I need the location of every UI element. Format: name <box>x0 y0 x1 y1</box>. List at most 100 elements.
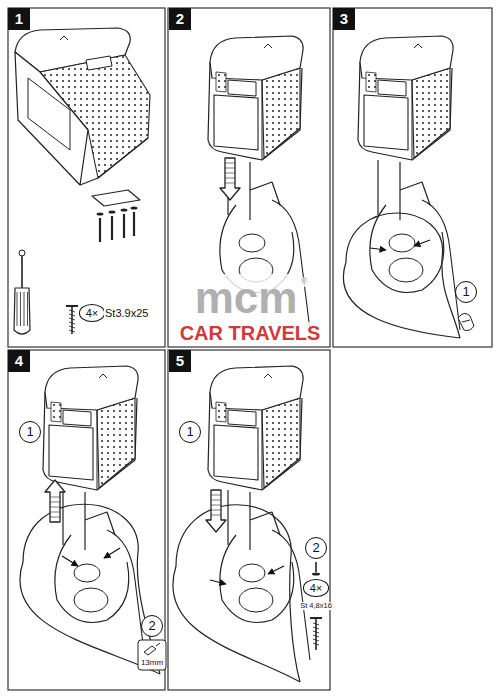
armrest-latch <box>228 80 256 96</box>
pointer-arrow <box>62 556 78 566</box>
mount-plate <box>92 190 140 206</box>
lid-mark <box>60 36 68 40</box>
lid-mark <box>264 374 272 378</box>
step-number-box: 4 <box>8 350 30 372</box>
screw <box>111 216 113 240</box>
screw-size: St 4,8x16 <box>299 602 333 610</box>
step-number-box: 3 <box>333 8 355 30</box>
callout-number: 1 <box>26 425 33 439</box>
arrow-hatch <box>50 512 60 513</box>
callout-number: 1 <box>462 285 469 299</box>
armrest-side <box>412 68 450 158</box>
detail-loop <box>343 213 460 338</box>
arrow-hatch <box>211 500 221 501</box>
center-console <box>55 535 129 623</box>
callout-circle: 1 <box>179 421 201 443</box>
arrow-hatch <box>211 515 221 516</box>
callout-circle: 1 <box>455 281 477 303</box>
screw-thread <box>69 330 75 332</box>
armrest-front-cover <box>28 78 70 150</box>
armrest-edge <box>262 410 263 490</box>
callout-number: 1 <box>186 425 193 439</box>
armrest-base <box>80 138 148 185</box>
arrow-hatch <box>50 507 60 508</box>
console-hole <box>389 234 415 252</box>
clip-icon <box>458 313 474 330</box>
screw <box>99 218 101 242</box>
armrest-front-cover <box>49 425 93 480</box>
arrow-hatch <box>50 497 60 498</box>
screw-thread <box>69 314 75 316</box>
armrest-edge <box>97 410 98 490</box>
screwdriver-handle <box>14 288 30 334</box>
screw-thread <box>69 326 75 328</box>
arrow-hatch <box>50 517 60 518</box>
arrow-hatch <box>225 183 235 184</box>
detail-loop <box>173 505 300 682</box>
pointer-arrow <box>370 248 386 250</box>
armrest-front-cover <box>214 425 258 480</box>
mount-bracket <box>63 490 115 550</box>
handle-grip <box>20 292 21 326</box>
screw <box>123 214 125 238</box>
armrest-latch <box>228 410 256 426</box>
armrest-latch <box>378 80 406 96</box>
armrest-latch <box>86 56 112 70</box>
armrest-edge <box>262 80 263 160</box>
screw-thread <box>69 310 75 312</box>
arrow-hatch <box>225 163 235 164</box>
console-side <box>422 200 460 330</box>
armrest-drawing <box>208 36 303 220</box>
cup-holder <box>239 588 273 612</box>
armrest-trim <box>51 402 61 422</box>
armrest-drawing <box>43 366 138 550</box>
lid-mark <box>99 374 107 378</box>
callout-circle: 2 <box>305 537 327 559</box>
console-drawing <box>220 530 310 660</box>
handle-grip <box>24 292 25 326</box>
screwdriver-bit <box>19 250 25 256</box>
console-hole <box>74 564 100 582</box>
armrest-side <box>262 68 300 158</box>
tool-box <box>138 640 166 670</box>
arrow-hatch <box>50 502 60 503</box>
wrench-size: 13mm <box>140 659 164 668</box>
armrest-front <box>15 52 88 185</box>
armrest-front-cover <box>214 95 258 150</box>
panel-frame <box>168 350 330 690</box>
armrest-drawing <box>14 28 150 334</box>
washer <box>121 208 128 211</box>
armrest-drawing <box>358 36 453 220</box>
armrest-latch <box>63 410 91 426</box>
lid-mark <box>414 44 422 48</box>
screw-thread <box>69 318 75 320</box>
arrow-hatch <box>211 505 221 506</box>
screw-thread <box>313 627 319 629</box>
cup-holder <box>389 258 423 282</box>
armrest-trim <box>366 72 376 92</box>
watermark: mcm <box>194 274 299 322</box>
panel-frame <box>8 350 165 690</box>
screw <box>133 212 135 236</box>
armrest-side <box>97 398 135 488</box>
pointer-arrow <box>414 240 430 246</box>
move-arrow <box>220 158 240 200</box>
callout-number: 4× <box>86 307 99 319</box>
armrest-edge <box>412 80 413 160</box>
arrow-hatch <box>211 495 221 496</box>
screw-thread <box>313 635 319 637</box>
washer <box>312 573 320 576</box>
arrow-hatch <box>225 168 235 169</box>
handle-grip <box>17 292 18 326</box>
arrow-hatch <box>211 510 221 511</box>
screw-thread <box>313 631 319 633</box>
washer <box>109 210 116 213</box>
screw-thread <box>313 643 319 645</box>
screw-size: St3.9x25 <box>104 307 149 319</box>
screw-thread <box>69 322 75 324</box>
move-arrow <box>45 480 65 522</box>
center-console <box>220 535 294 623</box>
quantity-oval: 4× <box>79 304 106 322</box>
console-drawing <box>370 200 460 330</box>
